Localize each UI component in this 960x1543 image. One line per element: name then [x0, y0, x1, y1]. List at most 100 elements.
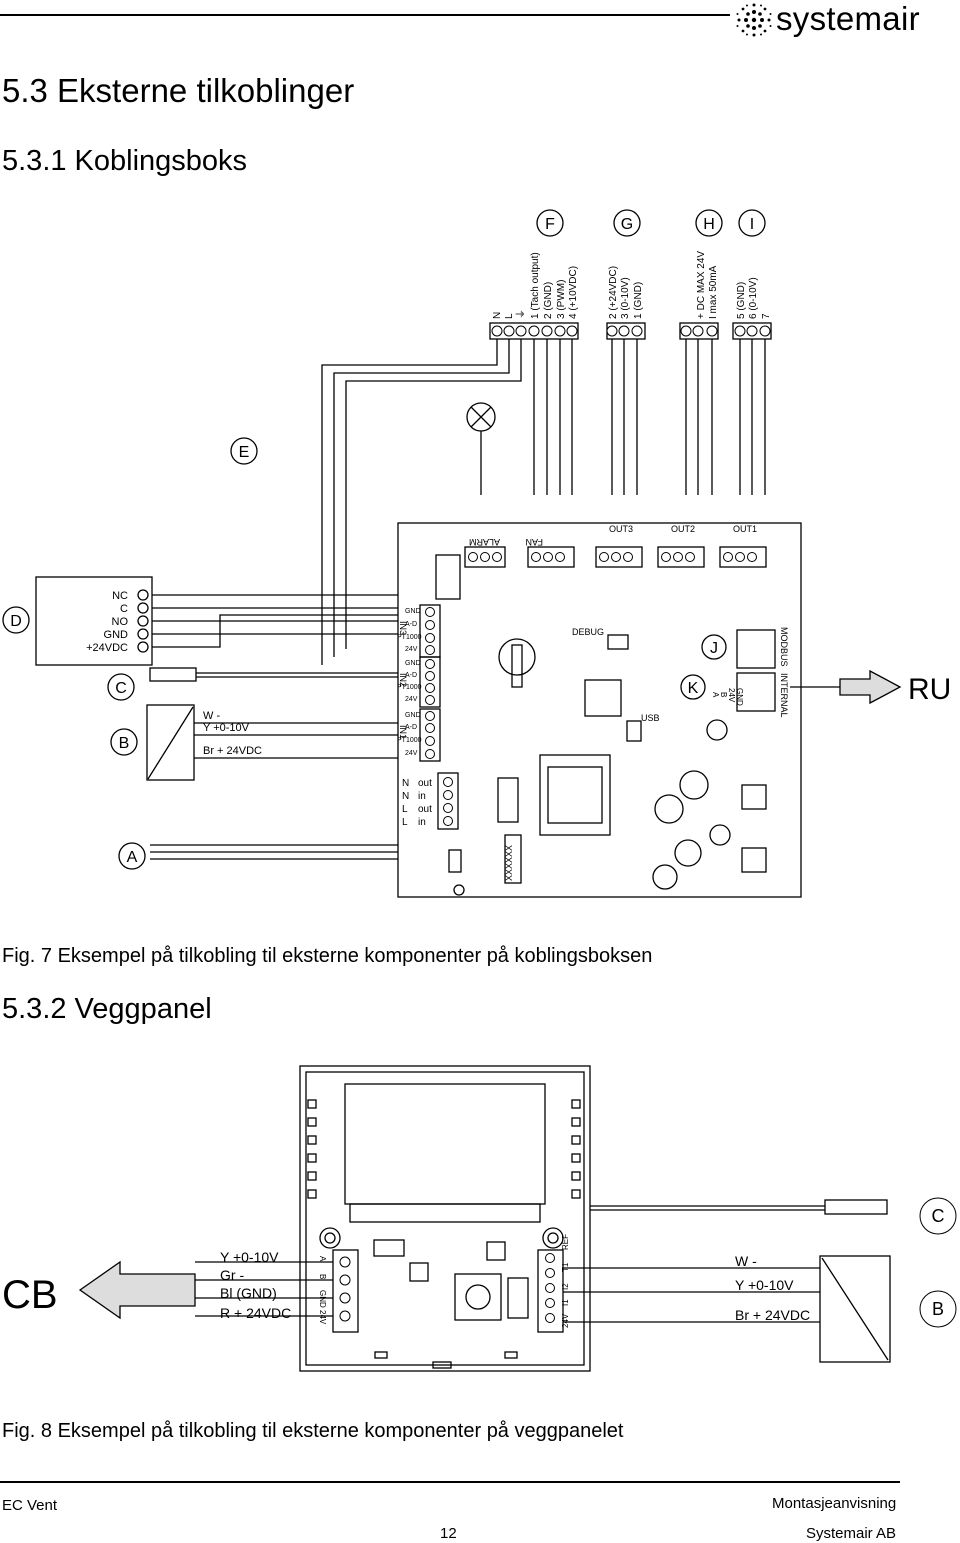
modbus-a: A	[711, 692, 720, 698]
d-c: C	[120, 603, 128, 615]
in2-24v: 24V	[405, 696, 418, 703]
terminal-tach: 1 (Tach output)	[530, 252, 541, 319]
terminal-i-gnd: 5 (GND)	[736, 282, 747, 319]
section-title: 5.3 Eksterne tilkoblinger	[2, 72, 355, 109]
subsection-veggpanel: 5.3.2 Veggpanel	[2, 993, 212, 1025]
transformer	[539, 754, 611, 836]
in1-24v: 24V	[405, 750, 418, 757]
cb-y: Y +0-10V	[220, 1249, 279, 1265]
subsection-koblingsboks: 5.3.1 Koblingsboks	[2, 145, 248, 177]
fig7-wiring-diagram: F G H I E D C B A J K RU N L ⏚ 1 (Tach o…	[2, 209, 951, 898]
in1-gnd: GND	[405, 712, 421, 719]
brand-name: systemair	[776, 0, 920, 37]
sensor-br: Br + 24VDC	[735, 1307, 810, 1323]
board-alarm: ALARM	[469, 537, 500, 547]
terminal-h-imax: I max 50mA	[708, 265, 719, 319]
terminal-i-0-10v: 6 (0-10V)	[748, 277, 759, 319]
d-nc: NC	[112, 590, 128, 602]
fig7-caption: Fig. 7 Eksempel på tilkobling til ekster…	[2, 945, 653, 967]
cb-gr: Gr -	[220, 1267, 244, 1283]
label-d: D	[10, 613, 22, 630]
terminal-block-h	[679, 322, 719, 340]
board-internal: INTERNAL	[779, 673, 789, 718]
label-b: B	[119, 735, 130, 752]
fig8-label-c: C	[932, 1206, 945, 1226]
fig8-label-b: B	[932, 1299, 944, 1319]
power-in2: in	[418, 817, 426, 828]
label-i: I	[750, 216, 754, 233]
pin-ref: REF	[561, 1234, 570, 1250]
power-out1: out	[418, 778, 432, 789]
processor-chip	[584, 679, 622, 717]
in2-ad: A-D	[405, 672, 417, 679]
label-j: J	[710, 640, 718, 657]
terminal-h-dc: + DC MAX 24V	[696, 251, 707, 319]
modbus-jack	[736, 629, 776, 669]
footer-company: Systemair AB	[806, 1525, 897, 1542]
board-out2: OUT2	[671, 524, 695, 534]
footer-rule	[0, 1481, 900, 1483]
power-in1: in	[418, 791, 426, 802]
terminal-pwm: 3 (PWM)	[556, 280, 567, 319]
systemair-logo-icon	[736, 3, 772, 37]
terminal-l: L	[504, 313, 515, 319]
terminal-earth: ⏚	[515, 309, 527, 319]
terminal-i-7: 7	[761, 313, 772, 319]
power-out2: out	[418, 804, 432, 815]
board-out1: OUT1	[733, 524, 757, 534]
in2-gnd: GND	[405, 660, 421, 667]
board-in3: IN3	[398, 621, 408, 635]
power-l-out: L	[402, 804, 408, 815]
label-c: C	[115, 680, 127, 697]
board-xxxxxx: XXXXXX	[504, 845, 514, 881]
fig8-label-cb: CB	[2, 1273, 58, 1317]
board-in2: IN2	[398, 673, 408, 687]
wall-panel-outline	[299, 1065, 591, 1372]
pin-b: B	[318, 1274, 327, 1279]
label-ru: RU	[908, 673, 951, 706]
label-h: H	[703, 216, 715, 233]
terminal-n: N	[492, 312, 503, 319]
in3-pt1000: PT1000	[397, 634, 422, 641]
board-out3: OUT3	[609, 524, 633, 534]
sensor-y: Y +0-10V	[735, 1277, 794, 1293]
fig8-caption: Fig. 8 Eksempel på tilkobling til ekster…	[2, 1420, 624, 1442]
d-gnd: GND	[104, 629, 129, 641]
in1-pt1000: PT1000	[397, 737, 422, 744]
in2-pt1000: PT1000	[397, 684, 422, 691]
panel-knob	[454, 1273, 502, 1321]
board-in1: IN1	[398, 725, 408, 739]
in3-24v: 24V	[405, 646, 418, 653]
footer-doc-type: Montasjeanvisning	[772, 1495, 897, 1512]
pin-24v: 24V	[318, 1310, 327, 1325]
pin-i2: I2	[561, 1283, 570, 1290]
cb-bl: Bl (GND)	[220, 1285, 277, 1301]
fig8-wiring-diagram: C B CB Y +0-10V Gr - Bl (GND) R + 24VDC …	[2, 1065, 957, 1372]
label-f: F	[545, 216, 555, 233]
panel-right-connector	[537, 1249, 564, 1333]
terminal-10vdc: 4 (+10VDC)	[568, 266, 579, 319]
label-k: K	[688, 680, 699, 697]
pin-i1: I1	[561, 1299, 570, 1306]
board-debug: DEBUG	[572, 627, 604, 637]
in1-ad: A-D	[405, 724, 417, 731]
control-board-outline	[397, 522, 802, 898]
label-e: E	[239, 444, 250, 461]
header-rule	[0, 14, 730, 16]
pin-t1: T1	[561, 1262, 570, 1272]
d-24vdc: +24VDC	[86, 642, 128, 654]
terminal-gnd: 2 (GND)	[543, 282, 554, 319]
board-modbus: MODBUS	[779, 627, 789, 667]
panel-display	[344, 1083, 546, 1205]
b-w: W -	[203, 710, 220, 722]
modbus-b: B	[719, 692, 728, 697]
power-n-in: N	[402, 791, 409, 802]
modbus-gnd: GND	[735, 688, 744, 706]
internal-jack	[736, 672, 776, 712]
power-l-in: L	[402, 817, 408, 828]
footer-product: EC Vent	[2, 1497, 58, 1514]
b-y: Y +0-10V	[203, 722, 250, 734]
footer-page-number: 12	[440, 1525, 457, 1542]
external-sensor-c	[824, 1199, 888, 1215]
label-g: G	[621, 216, 633, 233]
